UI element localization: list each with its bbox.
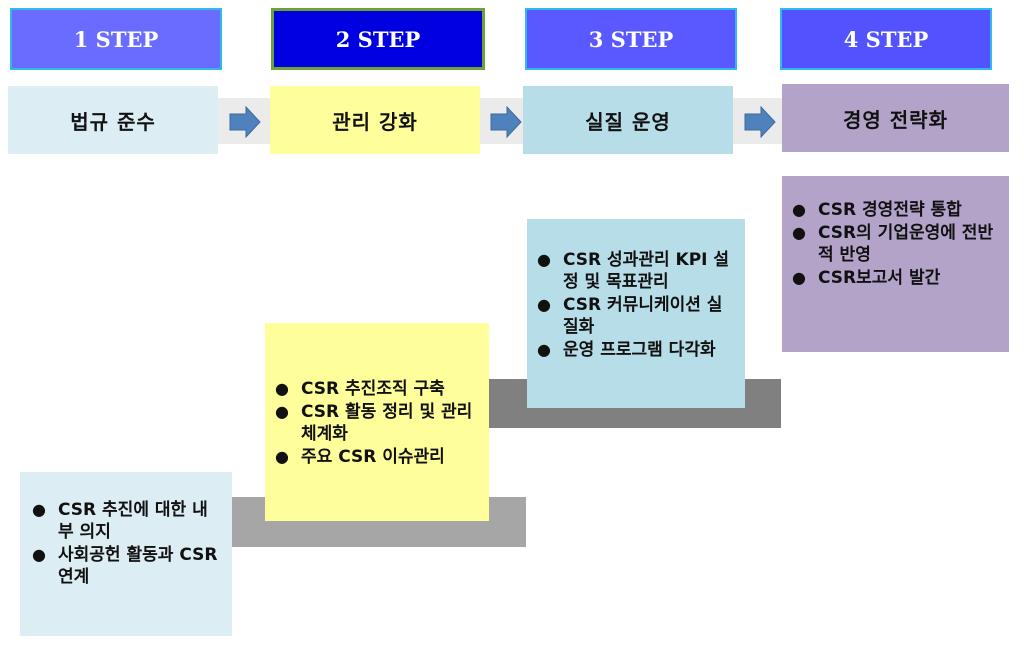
detail-item: CSR 커뮤니케이션 실질화 (537, 294, 737, 338)
stage-3-label: 실질 운영 (585, 109, 671, 134)
stage-1-label: 법규 준수 (70, 109, 156, 134)
step-3-header: 3 STEP (525, 8, 737, 70)
arrow-right-icon (744, 106, 776, 138)
stage-3-details: CSR 성과관리 KPI 설정 및 목표관리 CSR 커뮤니케이션 실질화 운영… (527, 219, 745, 408)
stage-1-box: 법규 준수 (8, 86, 218, 154)
detail-item: 사회공헌 활동과 CSR 연계 (32, 544, 222, 588)
step-1-header: 1 STEP (10, 8, 222, 70)
detail-item: CSR 추진에 대한 내부 의지 (32, 499, 222, 543)
step-4-label: 4 STEP (843, 26, 929, 52)
stage-4-label: 경영 전략화 (843, 107, 948, 132)
step-1-label: 1 STEP (73, 26, 159, 52)
step-3-label: 3 STEP (588, 26, 674, 52)
stage-3-box: 실질 운영 (523, 86, 733, 154)
step-4-header: 4 STEP (780, 8, 992, 70)
arrow-right-icon (490, 106, 522, 138)
step-2-label: 2 STEP (335, 26, 421, 52)
stage-2-label: 관리 강화 (332, 109, 418, 134)
detail-item: CSR 추진조직 구축 (275, 378, 479, 400)
stage-2-details: CSR 추진조직 구축 CSR 활동 정리 및 관리 체계화 주요 CSR 이슈… (265, 323, 489, 521)
detail-item: CSR보고서 발간 (792, 267, 1001, 289)
stage-2-box: 관리 강화 (270, 86, 480, 154)
detail-item: 주요 CSR 이슈관리 (275, 446, 479, 468)
stage-1-details: CSR 추진에 대한 내부 의지 사회공헌 활동과 CSR 연계 (20, 472, 232, 636)
stage-4-details: CSR 경영전략 통합 CSR의 기업운영에 전반적 반영 CSR보고서 발간 (782, 176, 1009, 352)
arrow-right-icon (229, 106, 261, 138)
step-2-header: 2 STEP (271, 8, 485, 70)
detail-item: CSR 경영전략 통합 (792, 199, 1001, 221)
detail-item: 운영 프로그램 다각화 (537, 339, 737, 361)
stage-4-box: 경영 전략화 (782, 84, 1009, 152)
detail-item: CSR 성과관리 KPI 설정 및 목표관리 (537, 249, 737, 293)
detail-item: CSR 활동 정리 및 관리 체계화 (275, 401, 479, 445)
detail-item: CSR의 기업운영에 전반적 반영 (792, 222, 1001, 266)
